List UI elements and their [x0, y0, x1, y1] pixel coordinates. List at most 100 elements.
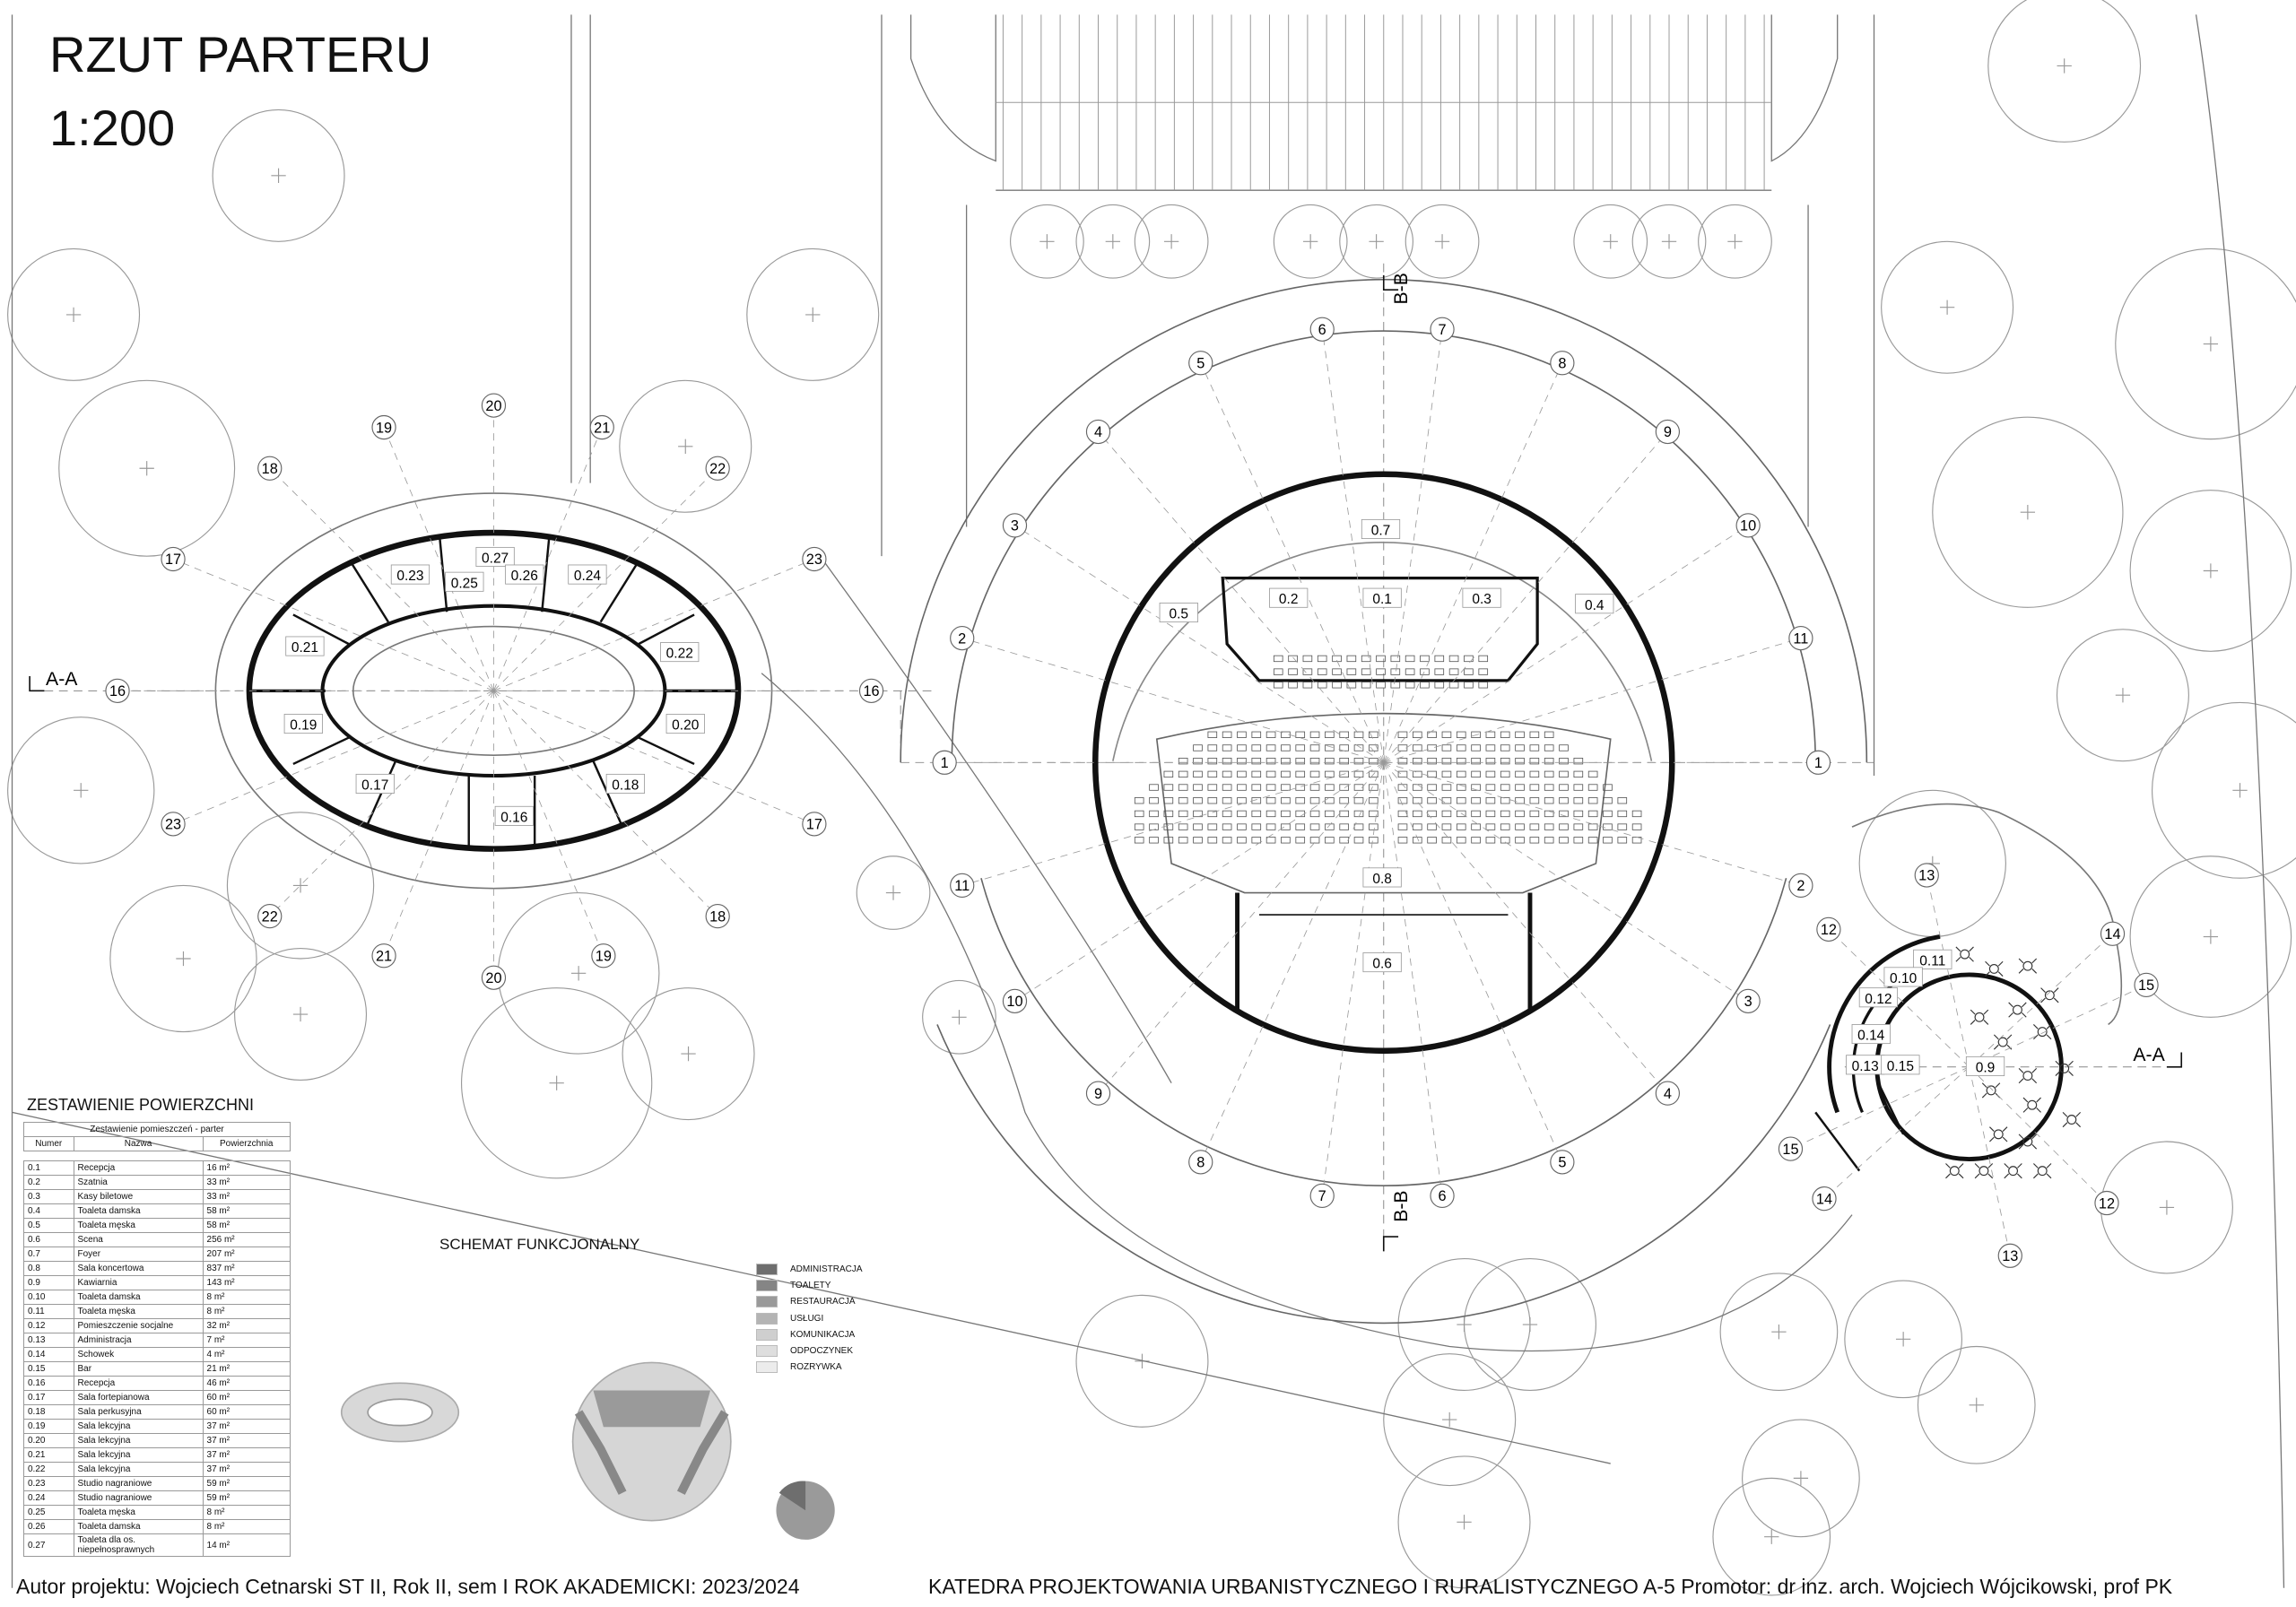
axis-bubble: 14	[1969, 921, 2126, 1068]
room-label: 0.15	[1881, 1055, 1920, 1075]
room-area: 207 m²	[202, 1247, 291, 1262]
room-number: 0.13	[23, 1333, 74, 1348]
legend-label: ADMINISTRACJA	[790, 1264, 863, 1274]
tree-icon	[212, 109, 345, 242]
room-label: 0.4	[1575, 594, 1614, 614]
axis-bubble: 2	[950, 625, 1384, 763]
room-label: 0.18	[605, 773, 645, 794]
axis-number: 21	[376, 948, 392, 964]
axis-number: 11	[954, 878, 970, 894]
axis-bubble: 20	[481, 691, 507, 990]
room-area: 8 m²	[202, 1519, 291, 1534]
tree-icon	[1742, 1419, 1860, 1538]
axis-number: 8	[1196, 1155, 1205, 1171]
room-label: 0.13	[1846, 1055, 1885, 1075]
room-area: 33 m²	[202, 1175, 291, 1190]
tree-icon	[746, 248, 880, 381]
cafe-table-icon	[1993, 1034, 2013, 1050]
room-number: 0.18	[612, 777, 639, 793]
axis-number: 2	[958, 630, 966, 647]
room-label: 0.8	[1362, 867, 1402, 888]
cafe-table-icon	[1981, 1082, 2001, 1099]
room-area: 37 m²	[202, 1447, 291, 1463]
tree-icon	[1932, 416, 2124, 608]
room-number: 0.3	[23, 1189, 74, 1204]
room-number: 0.11	[1919, 953, 1945, 969]
room-label: 0.23	[390, 564, 430, 585]
axis-number: 7	[1439, 322, 1447, 338]
room-area: 60 m²	[202, 1390, 291, 1405]
axis-bubble: 6	[1309, 317, 1385, 763]
room-label: 0.14	[1851, 1024, 1891, 1045]
room-label: 0.17	[355, 773, 395, 794]
axis-bubble: 10	[1383, 513, 1761, 763]
axis-number: 18	[709, 908, 726, 925]
axis-bubble: 16	[105, 678, 494, 703]
axis-number: 12	[2099, 1195, 2115, 1212]
axis-bubble: 9	[1383, 419, 1681, 763]
room-name: Sala lekcyjna	[73, 1462, 204, 1477]
room-number: 0.20	[23, 1433, 74, 1448]
room-name: Sala lekcyjna	[73, 1447, 204, 1463]
tree-icon	[2115, 248, 2296, 440]
tree-icon	[1719, 1273, 1839, 1392]
axis-number: 10	[1006, 994, 1022, 1010]
cafe-table-icon	[2018, 1067, 2038, 1084]
room-area: 21 m²	[202, 1361, 291, 1377]
tree-icon	[460, 987, 653, 1179]
room-number: 0.10	[23, 1290, 74, 1305]
legend-item: ADMINISTRACJA	[756, 1261, 863, 1277]
axis-bubble: 8	[1383, 351, 1575, 763]
room-label: 0.6	[1362, 952, 1402, 973]
axis-bubble: 20	[481, 393, 507, 691]
room-name: Sala fortepianowa	[73, 1390, 204, 1405]
axis-bubble: 21	[493, 414, 614, 691]
axis-number: 5	[1558, 1155, 1566, 1171]
axis-bubble: 15	[1969, 972, 2159, 1068]
legend-label: RESTAURACJA	[790, 1297, 856, 1307]
room-number: 0.24	[574, 569, 602, 584]
room-name: Kawiarnia	[73, 1275, 204, 1290]
legend-swatch	[756, 1296, 778, 1308]
tree-icon	[619, 379, 752, 513]
axis-number: 23	[165, 817, 181, 833]
room-name: Szatnia	[73, 1175, 204, 1190]
room-area: 58 m²	[202, 1218, 291, 1233]
room-number: 0.17	[23, 1390, 74, 1405]
axis-bubble: 5	[1188, 351, 1385, 763]
cafe-table-icon	[2062, 1111, 2082, 1128]
room-number: 0.15	[1887, 1059, 1914, 1074]
axis-bubble: 22	[493, 456, 730, 691]
axis-bubble: 1	[1383, 750, 1831, 775]
drawing-scale: 1:200	[49, 100, 176, 156]
axis-number: 13	[2002, 1248, 2018, 1264]
axis-bubble: 23	[161, 690, 494, 837]
room-number: 0.2	[1279, 592, 1299, 607]
legend-label: KOMUNIKACJA	[790, 1329, 856, 1340]
section-label-bb-top: B-B	[1391, 273, 1412, 304]
room-number: 0.8	[23, 1261, 74, 1276]
tree-icon	[7, 248, 141, 381]
axis-number: 6	[1439, 1188, 1447, 1204]
cafe-table-icon	[2004, 1163, 2022, 1179]
room-number: 0.17	[361, 777, 388, 793]
room-name: Toaleta męska	[73, 1304, 204, 1319]
legend-swatch	[756, 1345, 778, 1358]
footer-department: KATEDRA PROJEKTOWANIA URBANISTYCZNEGO I …	[928, 1575, 2173, 1598]
schema-diagrams	[340, 1361, 835, 1540]
axis-number: 15	[1782, 1142, 1798, 1158]
room-area: 14 m²	[202, 1533, 291, 1557]
axis-number: 14	[2104, 926, 2120, 942]
room-number: 0.26	[23, 1519, 74, 1534]
